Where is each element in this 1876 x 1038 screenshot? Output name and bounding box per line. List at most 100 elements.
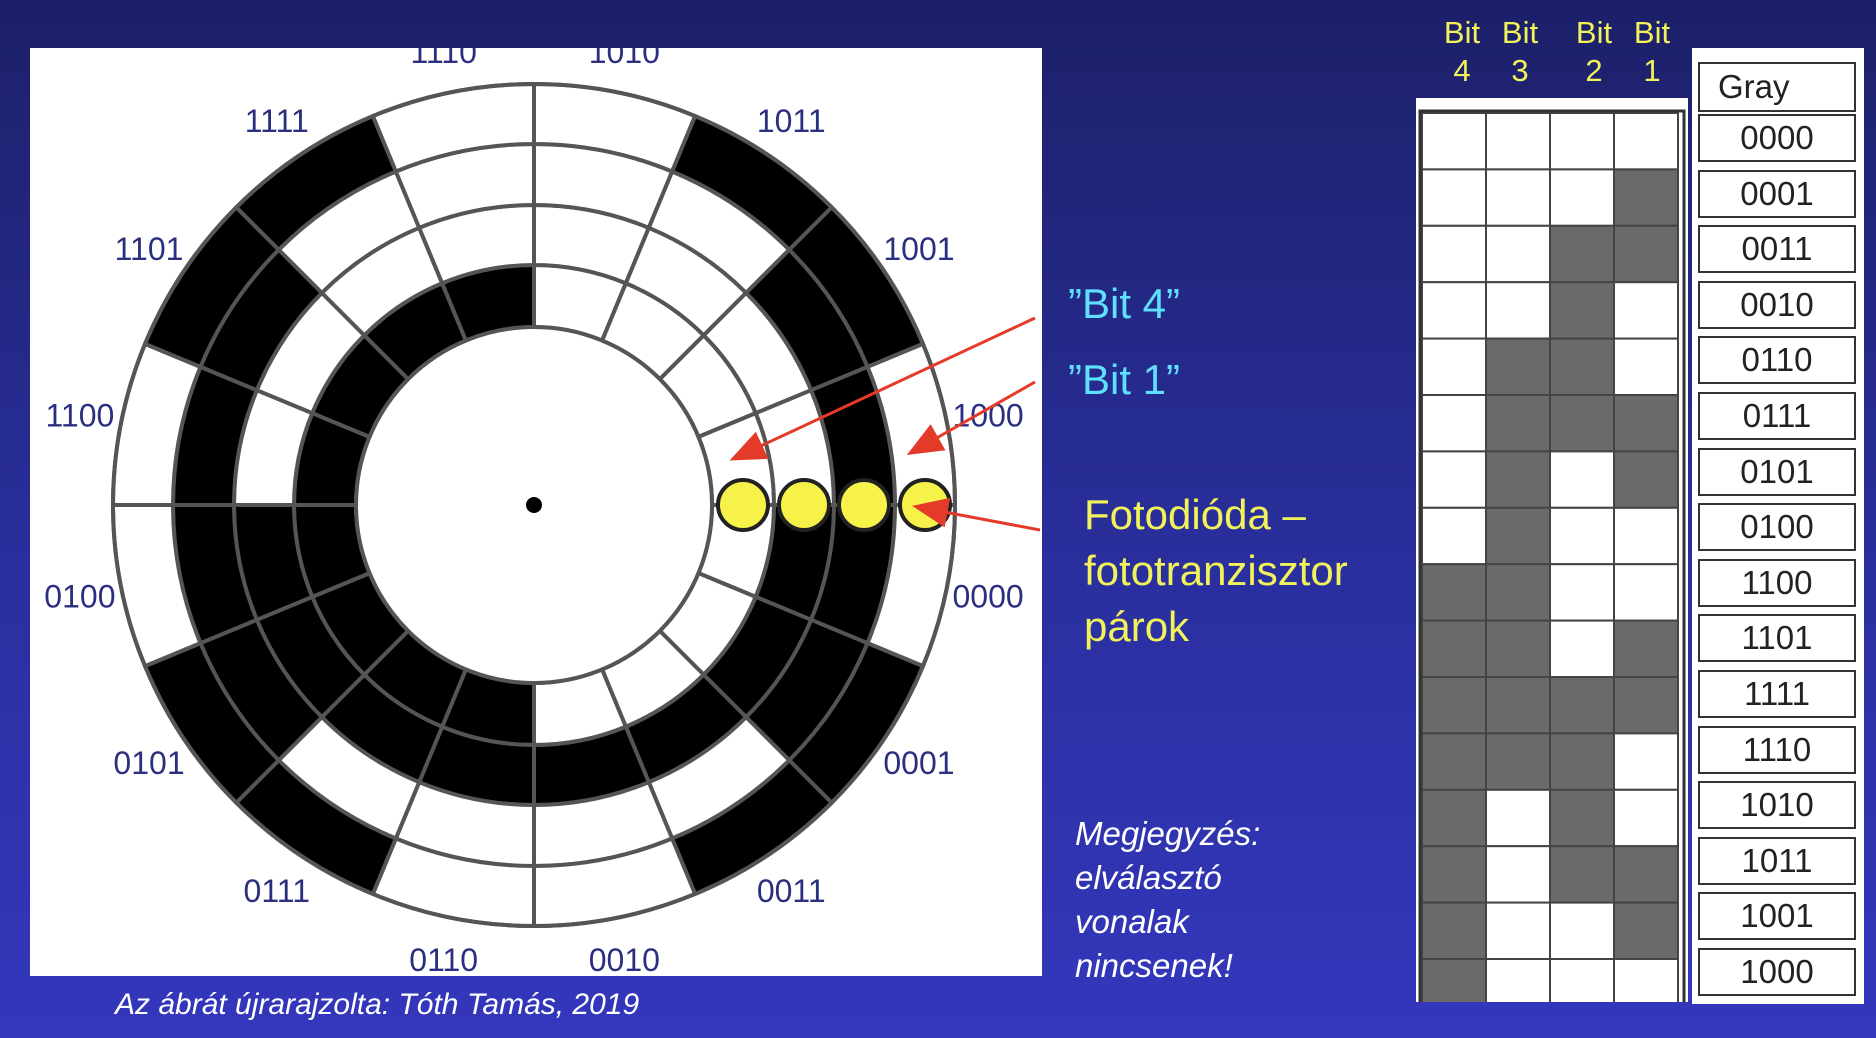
bit-cell [1421,732,1487,791]
disk-outer-rim [111,82,957,928]
bit-cell [1613,676,1679,735]
note-text: Megjegyzés: elválasztó vonalak nincsenek… [1075,812,1260,988]
disk-sector-label: 0100 [44,578,115,614]
photodiode-line-2: fototranzisztor [1084,547,1348,594]
bit-cell [1613,732,1679,791]
gray-code-cell: 0000 [1698,114,1856,162]
bit-cell [1549,901,1615,960]
bit-cell [1613,845,1679,904]
bit-header-2: Bit 2 [1564,14,1624,90]
bit1-callout: ”Bit 1” [1068,356,1181,403]
gray-code-cell: 1001 [1698,892,1856,941]
bit-cell [1485,619,1551,678]
bit-cell [1613,901,1679,960]
disk-center-dot [526,497,542,513]
bit-cell [1613,224,1679,284]
bit-cell [1549,732,1615,791]
bit-cell [1421,563,1487,622]
bit-cell [1421,337,1487,397]
bit-cell [1549,845,1615,904]
gray-code-cell: 0010 [1698,280,1856,329]
bit-cell [1485,506,1551,566]
gray-code-cell: 0111 [1698,392,1856,440]
bit-cell [1613,450,1679,509]
bit-header-4: Bit 4 [1432,14,1492,90]
bit-cell [1485,563,1551,622]
bit-cell [1421,619,1487,678]
disk-sector-label: 0111 [244,873,310,909]
disk-sector-label: 1100 [45,398,114,434]
photodiode-line-1: Fotodióda – [1084,491,1306,538]
bit-cell [1549,168,1615,227]
gray-code-cell: 1101 [1698,614,1856,663]
bit-cell [1421,394,1487,453]
disk-sector-label: 1011 [757,103,826,139]
bit-cell [1613,788,1679,848]
bit-cell [1485,958,1551,1002]
gray-code-cell: 1100 [1698,558,1856,607]
bit-cell [1421,450,1487,509]
gray-code-cell: 1111 [1698,670,1856,718]
bit-cell [1485,676,1551,735]
disk-sector-label: 0001 [883,745,954,781]
bit4-callout: ”Bit 4” [1068,280,1181,327]
disk-segments [110,81,958,929]
bit-cell [1613,563,1679,622]
bit-cell [1549,224,1615,284]
disk-sector-label: 0010 [589,942,660,976]
disk-sector-label: 1110 [410,48,476,70]
gray-code-cell: 0101 [1698,447,1856,496]
disk-sector-label: 1010 [589,48,660,70]
gray-code-cell: 0001 [1698,169,1856,218]
photodiode-sensor [777,478,831,532]
bit-grid-border [1418,109,1686,1002]
bit-cell [1421,281,1487,340]
bit-header-3: Bit 3 [1490,14,1550,90]
bit-cell [1549,788,1615,848]
photodiode-callout: Fotodióda – fototranzisztor párok [1084,487,1348,655]
disk-sector-label: 1001 [883,231,954,267]
bit-cell [1421,901,1487,960]
bit-cell [1421,788,1487,848]
bit-cell [1613,168,1679,227]
note-line-2: elválasztó [1075,859,1222,896]
note-line-3: vonalak [1075,903,1189,940]
bit-cell [1421,676,1487,735]
disk-sector-label: 1101 [115,231,184,267]
bit-cell [1485,394,1551,453]
bit-cell [1421,168,1487,227]
bit-header-1: Bit 1 [1622,14,1682,90]
disk-sector-label: 0101 [113,745,184,781]
note-line-4: nincsenek! [1075,947,1233,984]
photodiode-sensor [837,478,891,532]
bit-header-4-word: Bit [1443,15,1481,50]
bit-cell [1485,168,1551,227]
bit-cell [1549,676,1615,735]
bit-cell [1549,337,1615,397]
bit-cell [1549,506,1615,566]
bit-cell [1485,450,1551,509]
bit-cell [1549,394,1615,453]
disk-sector-label: 1111 [245,103,309,139]
bit-cell [1485,337,1551,397]
bit-cell [1613,506,1679,566]
gray-code-cell: 1011 [1698,836,1856,885]
gray-code-cell: 1010 [1698,781,1856,830]
bit-cell [1613,112,1679,171]
bit-cell [1613,958,1679,1002]
bit-cell [1549,563,1615,622]
disk-sector-label: 0011 [757,873,826,909]
bit-cell [1485,788,1551,848]
bit-cell [1421,506,1487,566]
disk-sector-label: 1000 [953,398,1024,434]
bit-header-3-number: 3 [1511,53,1529,88]
bit-cell [1613,337,1679,397]
bit-header-1-word: Bit [1633,15,1671,50]
bit-cell [1549,958,1615,1002]
bit-cell [1613,619,1679,678]
bit-cell [1549,112,1615,171]
bit-header-4-number: 4 [1453,53,1471,88]
gray-code-cell: 0110 [1698,336,1856,385]
bit-cell [1421,224,1487,284]
